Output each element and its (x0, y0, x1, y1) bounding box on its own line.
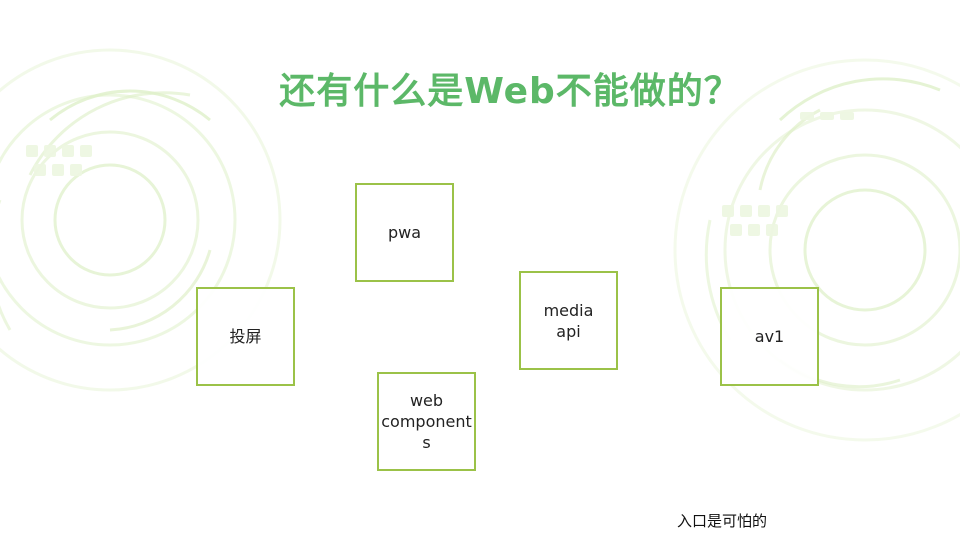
box-screen-cast: 投屏 (196, 287, 295, 386)
box-av1: av1 (720, 287, 819, 386)
slide-note: 入口是可怕的 (677, 512, 768, 530)
box-pwa-label: pwa (387, 223, 422, 242)
box-web-components: web component s (377, 372, 476, 471)
slide-title: 还有什么是Web不能做的？ (279, 71, 741, 112)
box-av1-label: av1 (754, 327, 785, 346)
box-media-api: media api (519, 271, 618, 370)
box-web-components-label: web component s (381, 391, 472, 452)
box-pwa: pwa (355, 183, 454, 282)
box-screen-cast-label: 投屏 (229, 327, 262, 346)
box-media-api-label: media api (543, 300, 594, 341)
